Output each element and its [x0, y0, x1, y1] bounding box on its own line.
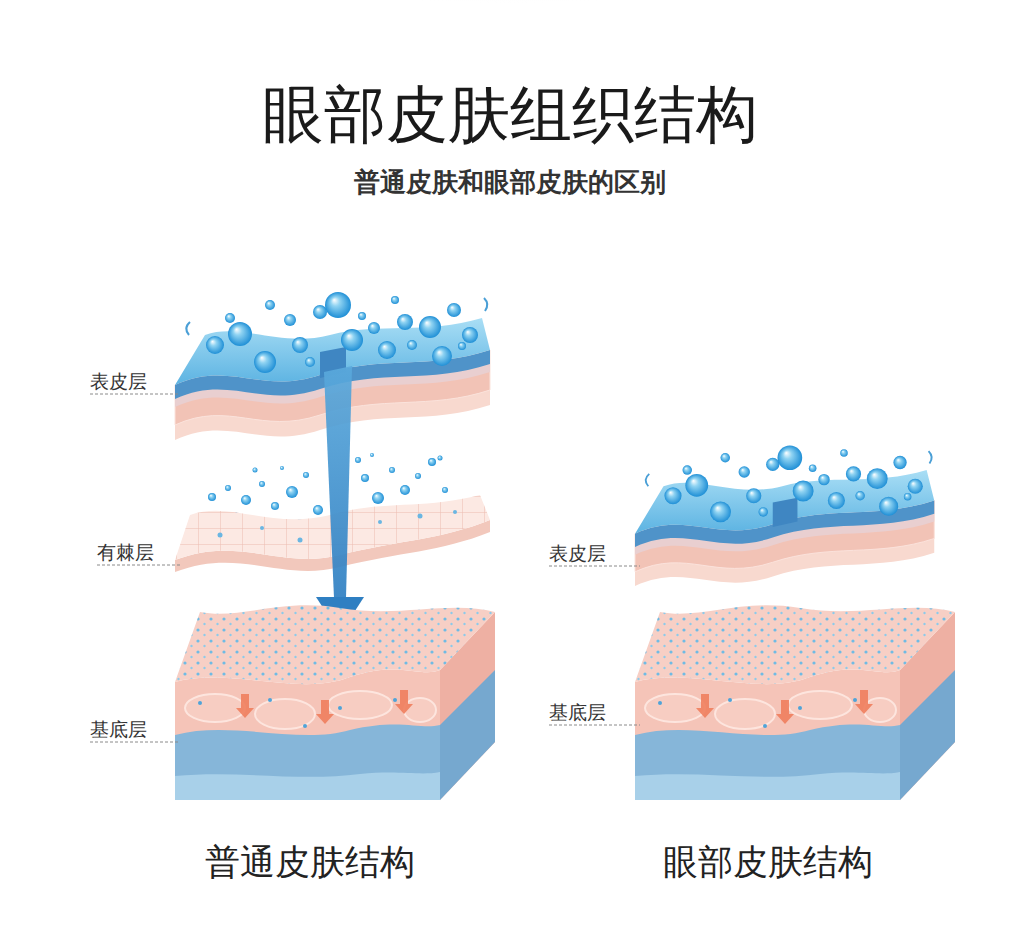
layer-label: 表皮层 — [90, 370, 147, 393]
layer-label: 表皮层 — [549, 542, 606, 565]
subtitle: 普通皮肤和眼部皮肤的区别 — [354, 167, 666, 198]
structure-caption: 眼部皮肤结构 — [663, 841, 873, 883]
structure-caption: 普通皮肤结构 — [205, 841, 415, 883]
layer-label: 基底层 — [90, 718, 147, 741]
layer-label: 有棘层 — [97, 541, 154, 564]
layer-label: 基底层 — [549, 701, 606, 724]
diagram-title: 眼部皮肤组织结构 — [262, 78, 758, 152]
